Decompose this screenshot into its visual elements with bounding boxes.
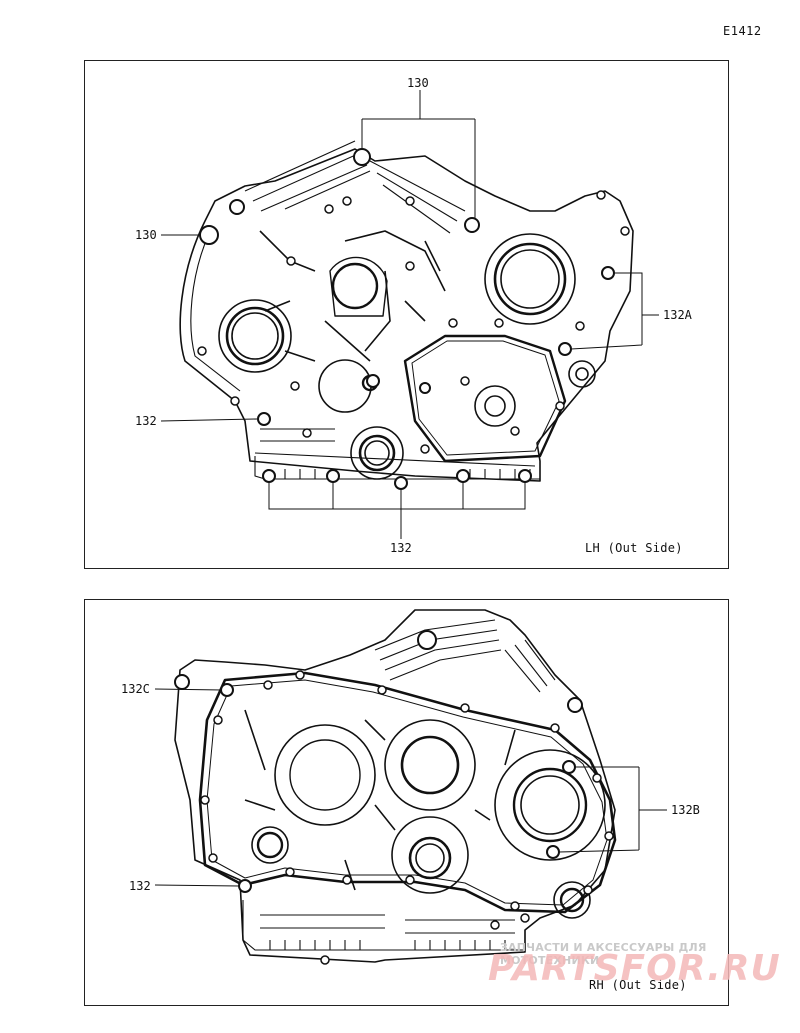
- rh-callout-132b: 132B: [671, 803, 700, 817]
- lh-callout-132-mid: 132: [135, 414, 157, 428]
- lh-callout-labels: 130 130 132A 132 132: [135, 76, 693, 555]
- lh-callout-130-left: 130: [135, 228, 157, 242]
- rh-callout-132c: 132C: [121, 682, 150, 696]
- watermark-tagline: ЗАПЧАСТИ И АКСЕССУАРЫ ДЛЯ МОТОТЕХНИКИ: [500, 941, 707, 967]
- lh-crankcase-drawing: 130 130 132A 132 132: [135, 76, 693, 555]
- lh-panel: 130 130 132A 132 132 LH (Out Side): [84, 60, 729, 569]
- rh-callout-labels: 132C 132B 132: [121, 682, 700, 893]
- rh-crankcase-drawing: 132C 132B 132: [121, 609, 700, 965]
- lh-callout-132a: 132A: [663, 308, 693, 322]
- rh-callout-132-bottom-left: 132: [129, 879, 151, 893]
- rh-panel-caption: RH (Out Side): [589, 978, 687, 992]
- lh-callout-130-top: 130: [407, 76, 429, 90]
- lh-callout-132-bottom: 132: [390, 541, 412, 555]
- rh-panel: 132C 132B 132 RH (Out Side): [84, 599, 729, 1006]
- lh-panel-caption: LH (Out Side): [585, 541, 683, 555]
- watermark-logo: PARTSFOR.RU: [488, 948, 781, 989]
- diagram-code: E1412: [723, 24, 762, 38]
